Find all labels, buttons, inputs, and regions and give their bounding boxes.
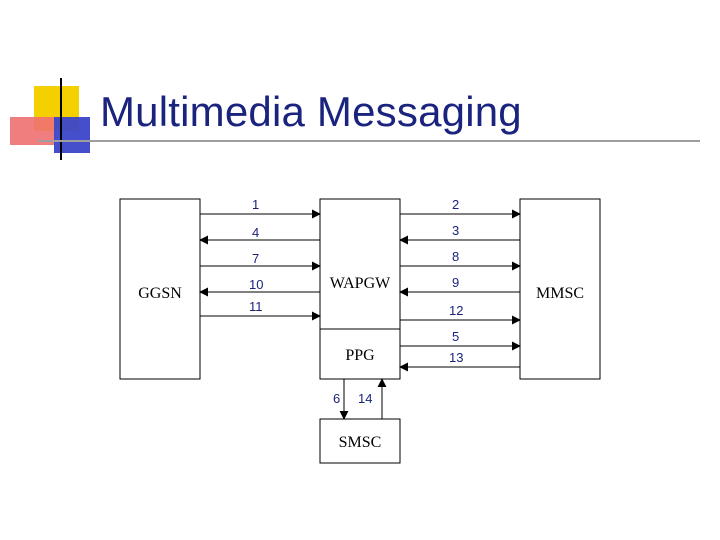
ppg-label: PPG	[345, 347, 375, 364]
wapgw-label: WAPGW	[330, 275, 391, 292]
label-8: 8	[452, 249, 459, 264]
ggsn-label: GGSN	[138, 285, 182, 302]
ppg-box	[319, 328, 401, 380]
label-3: 3	[452, 223, 459, 238]
label-12: 12	[449, 303, 463, 318]
mmsc-box	[519, 198, 601, 380]
label-5: 5	[452, 329, 459, 344]
label-11: 11	[249, 299, 263, 314]
smsc-box	[319, 418, 401, 464]
label-13: 13	[449, 350, 463, 365]
label-10: 10	[249, 277, 263, 292]
slide-title: Multimedia Messaging	[100, 88, 522, 135]
label-6: 6	[333, 391, 340, 406]
label-2: 2	[452, 197, 459, 212]
mmsc-label: MMSC	[536, 285, 584, 302]
label-9: 9	[452, 275, 459, 290]
label-4: 4	[252, 225, 259, 240]
label-7: 7	[252, 251, 259, 266]
label-14: 14	[358, 391, 372, 406]
wapgw-box	[319, 198, 401, 330]
label-1: 1	[252, 197, 259, 212]
smsc-label: SMSC	[339, 434, 382, 451]
decorative-logo	[10, 78, 700, 160]
